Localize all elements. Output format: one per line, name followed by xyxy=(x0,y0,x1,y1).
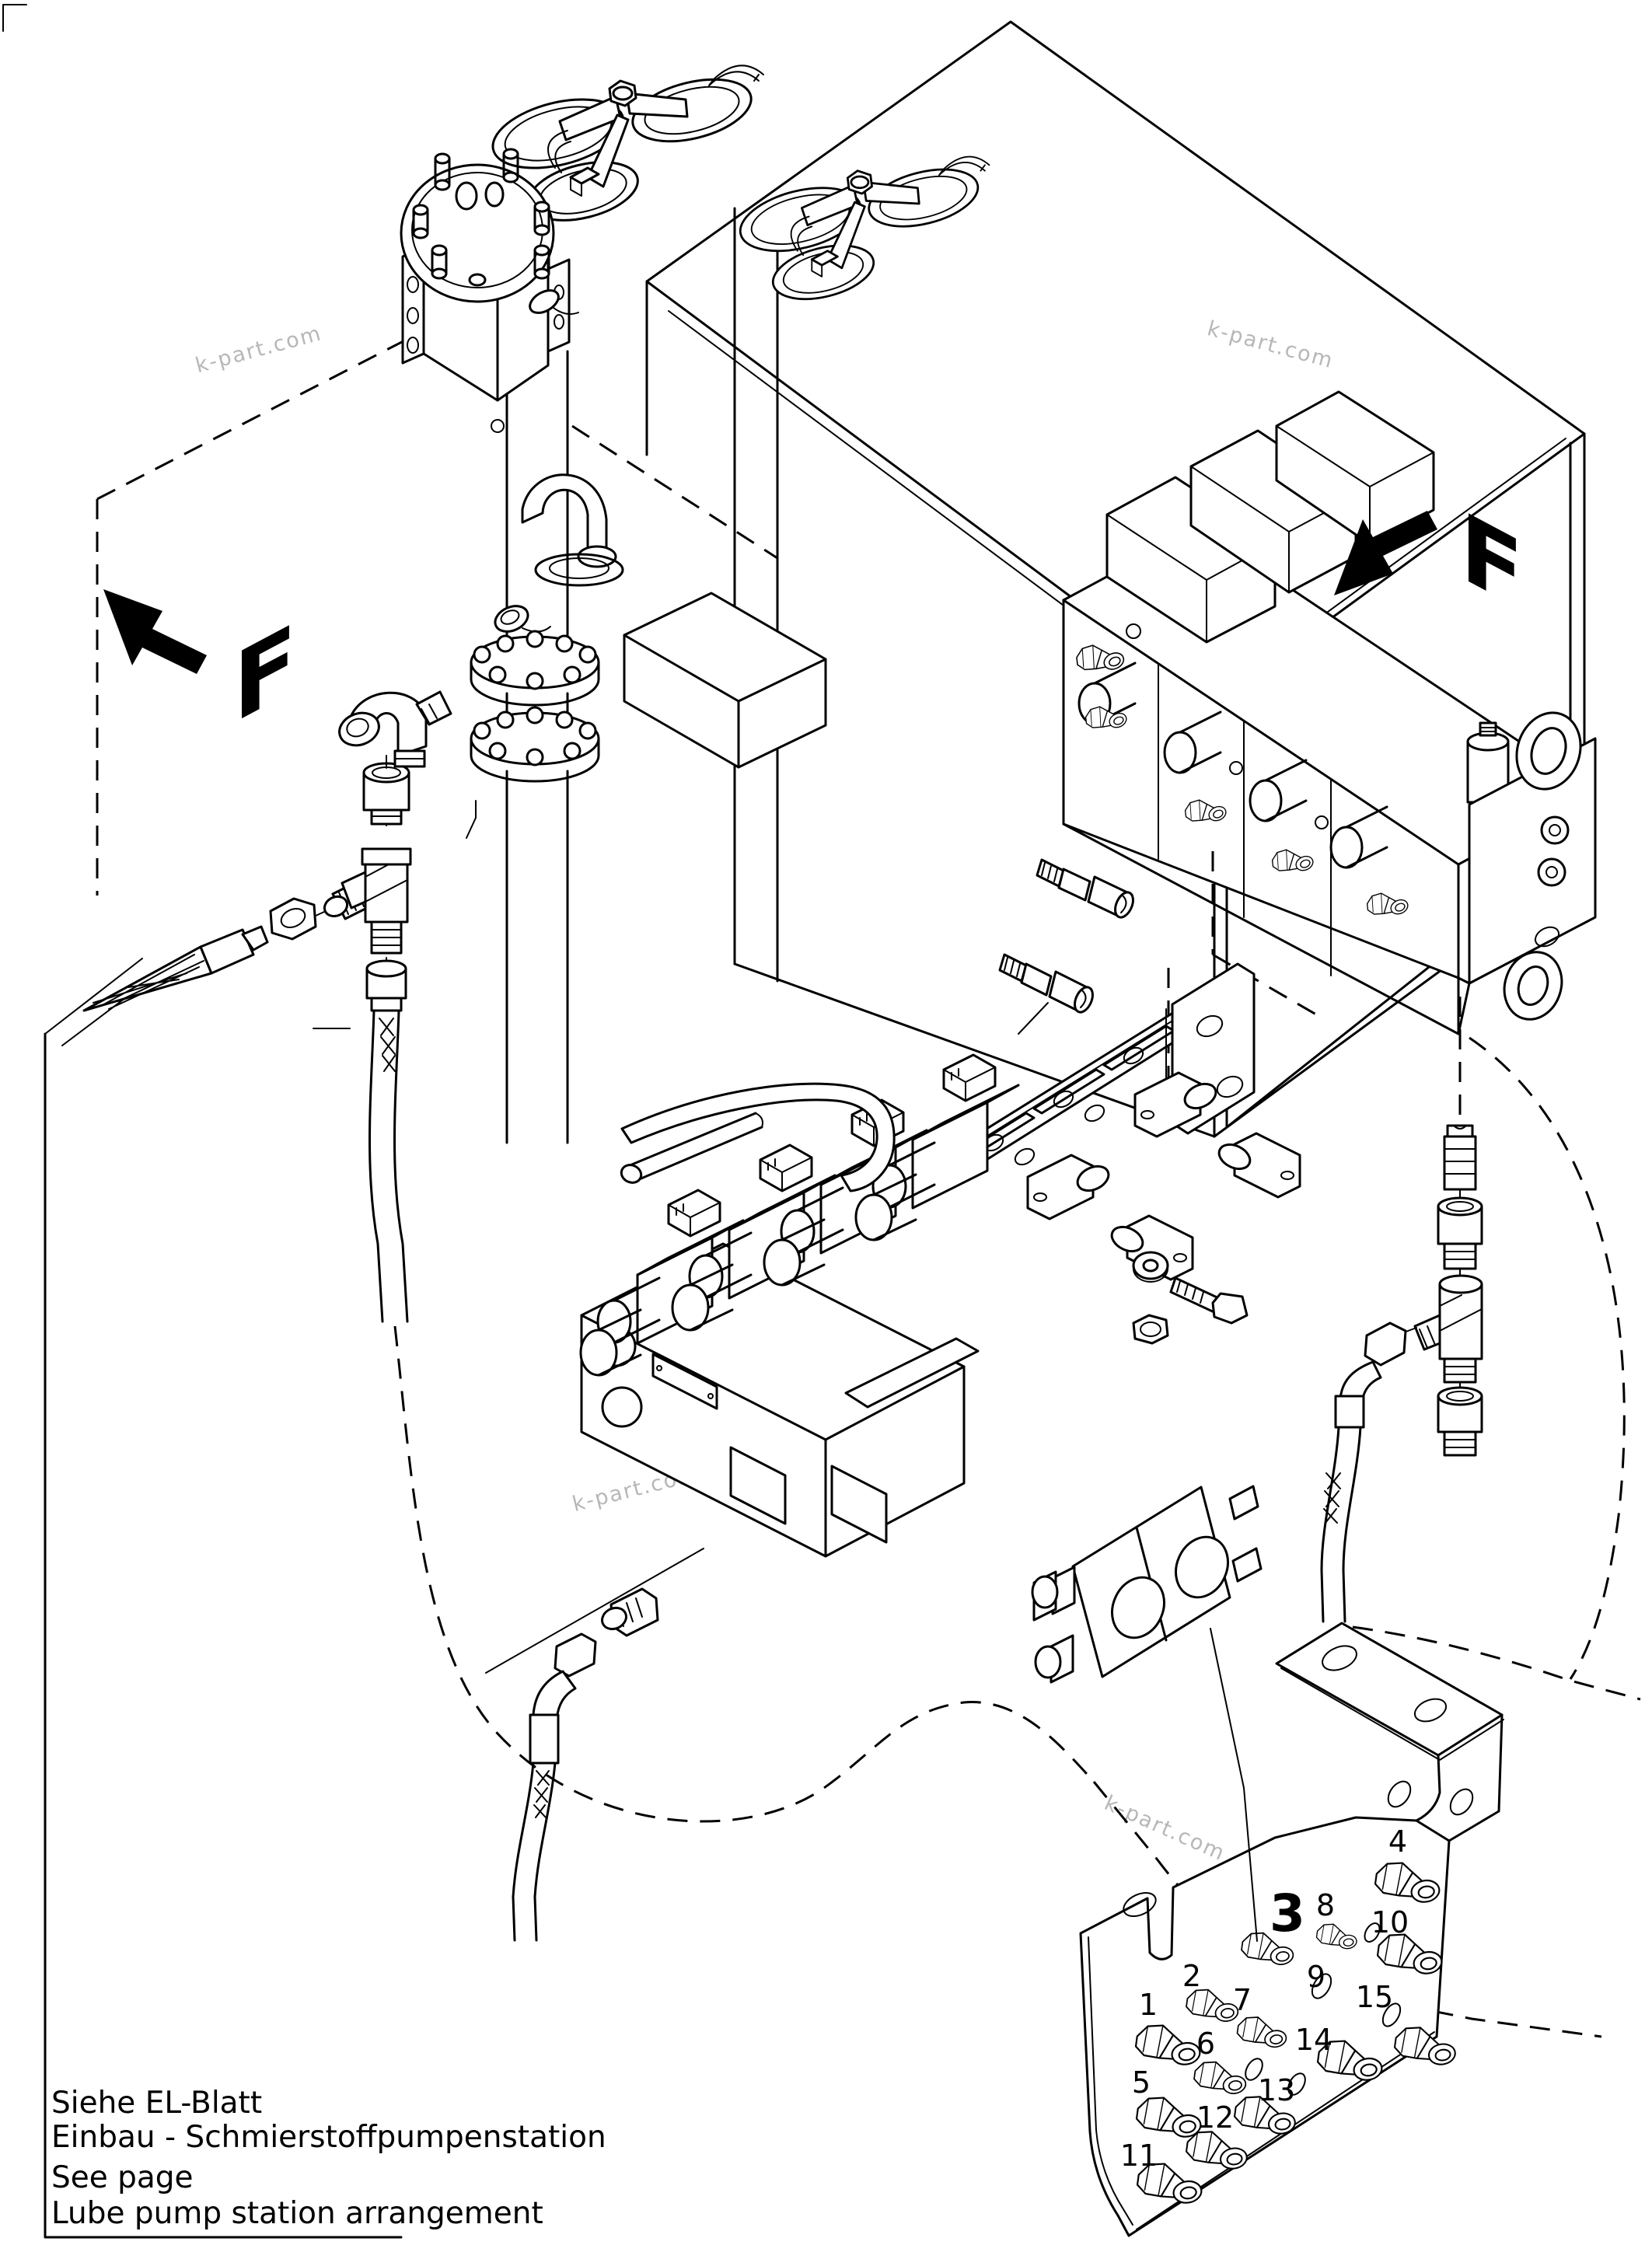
manifold-end-plate xyxy=(1468,737,1597,985)
callout-3: 3 xyxy=(1270,1884,1305,1943)
callout-12: 12 xyxy=(1196,2100,1234,2135)
callout-3-leader xyxy=(1210,1628,1258,1942)
callout-11: 11 xyxy=(1120,2139,1158,2173)
manifold-sections xyxy=(1105,390,1435,644)
hose-fitting-chain-left xyxy=(44,690,477,1323)
bolt-and-spacer-lower xyxy=(998,953,1094,1035)
lever-handle xyxy=(620,1082,896,1192)
lube-pump-station xyxy=(400,148,624,1144)
hex-nut xyxy=(1132,1314,1169,1345)
callout-5: 5 xyxy=(1132,2065,1151,2100)
union-fitting-2 xyxy=(1437,1386,1483,1457)
clamp-block-pair xyxy=(1031,1485,1263,1684)
page-corner-mark xyxy=(2,4,27,32)
hex-bolt xyxy=(1169,1276,1249,1325)
callout-1: 1 xyxy=(1139,1988,1158,2022)
tee-fitting-right xyxy=(1413,1274,1483,1384)
view-letter-left: F xyxy=(233,603,297,745)
solenoid-valve-bank xyxy=(579,1053,1020,1558)
view-letter-right: F xyxy=(1460,491,1524,634)
hose-bottom-left xyxy=(485,1548,704,1942)
pipe-flange-upper xyxy=(470,630,600,707)
hose-nut xyxy=(269,897,317,941)
view-marker-right: F xyxy=(1334,491,1524,634)
valve-manifold xyxy=(1062,390,1597,1035)
elbow-spout xyxy=(521,473,624,587)
swivel-elbow xyxy=(338,690,452,768)
title-line-4: Lube pump station arrangement xyxy=(51,2196,543,2231)
junction-box xyxy=(623,592,827,769)
pump-head xyxy=(400,148,579,402)
callout-9: 9 xyxy=(1307,1960,1325,1994)
callout-8: 8 xyxy=(1316,1888,1335,1922)
callout-4: 4 xyxy=(1388,1824,1407,1859)
title-line-3: See page xyxy=(51,2160,194,2195)
watermark-top-right: k-part.com xyxy=(1205,316,1336,373)
callout-10: 10 xyxy=(1371,1905,1409,1940)
callout-15: 15 xyxy=(1356,1980,1393,2014)
cartridge-valve xyxy=(1466,721,1510,804)
pump-studs xyxy=(412,148,579,315)
manifold-plugs xyxy=(1076,623,1411,917)
title-line-1: Siehe EL-Blatt xyxy=(51,2086,262,2121)
bolt-and-spacer-upper xyxy=(1036,858,1134,919)
elbow-fitting xyxy=(601,1587,659,1637)
union-nut xyxy=(362,762,410,826)
union-fitting-1 xyxy=(1437,1196,1483,1270)
fitting-chain-right xyxy=(1320,1124,1483,1623)
view-arrow-right-icon xyxy=(1334,511,1437,595)
title-block: Siehe EL-Blatt Einbau - Schmierstoffpump… xyxy=(51,2086,606,2231)
tee-fitting xyxy=(341,847,412,955)
watermark-bottom-right: k-part.com xyxy=(1101,1791,1229,1866)
threaded-nipple xyxy=(1443,1124,1477,1191)
watermark-top-left: k-part.com xyxy=(193,321,324,378)
hose-right xyxy=(1320,1322,1417,1623)
washer xyxy=(1132,1251,1169,1283)
callout-14: 14 xyxy=(1295,2023,1332,2057)
callout-labels: 1 2 3 4 5 6 7 8 9 10 11 12 13 14 15 xyxy=(1120,1824,1409,2173)
callout-2: 2 xyxy=(1182,1959,1201,1993)
view-arrow-left-icon xyxy=(103,589,207,674)
eye-bolt-rings xyxy=(1503,711,1582,1021)
mounting-bracket-panel xyxy=(1079,1622,1504,2237)
callout-7: 7 xyxy=(1233,1983,1252,2017)
callout-6: 6 xyxy=(1196,2027,1215,2061)
pipe-flange-lower xyxy=(470,706,600,783)
page-border xyxy=(44,1032,403,2239)
hose-left-vertical xyxy=(313,959,409,1323)
title-line-2: Einbau - Schmierstoffpumpenstation xyxy=(51,2120,606,2155)
view-marker-left: F xyxy=(103,589,297,745)
callout-13: 13 xyxy=(1258,2073,1295,2107)
drum-cover-clamp-2 xyxy=(732,155,990,310)
